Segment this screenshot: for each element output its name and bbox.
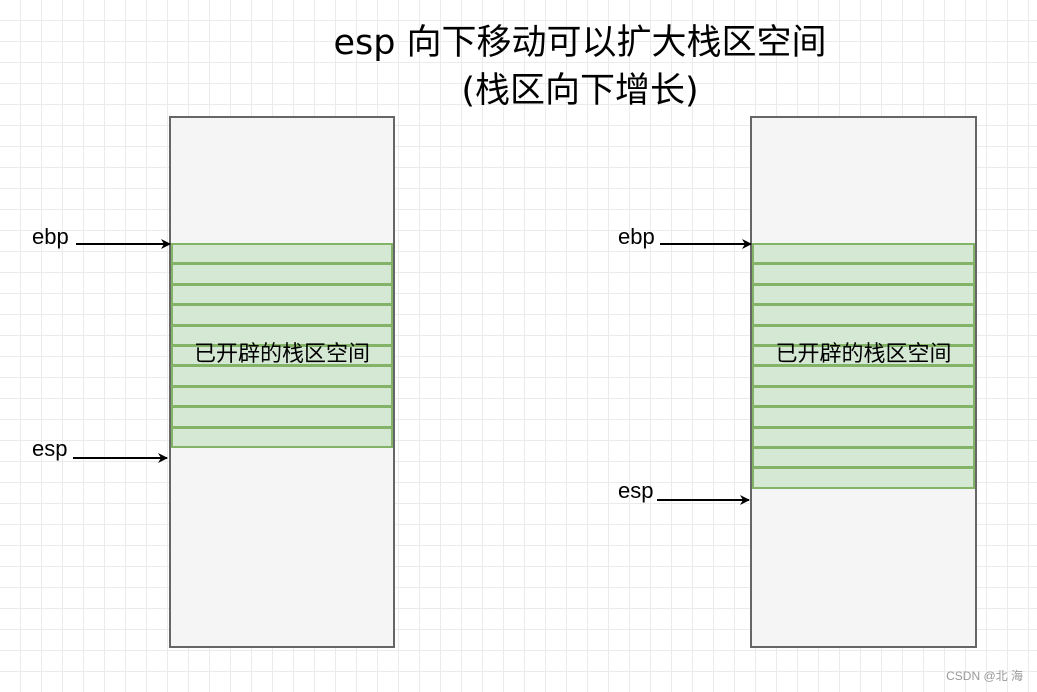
ebp-label-left: ebp <box>32 224 69 249</box>
stack-slot <box>171 304 393 326</box>
stack-slot <box>171 283 393 306</box>
stack-slot <box>752 385 975 408</box>
stack-slot <box>171 344 393 367</box>
stack-slot <box>752 304 975 326</box>
stack-slot <box>171 406 393 428</box>
stack-slot <box>752 446 975 469</box>
esp-label-right: esp <box>618 478 654 503</box>
stack-slot <box>171 243 393 265</box>
allocated-region-left: 已开辟的栈区空间 <box>171 243 393 448</box>
stack-slot <box>752 406 975 428</box>
stack-slot <box>171 324 393 346</box>
ebp-label-right: ebp <box>618 224 655 249</box>
stack-slot <box>752 344 975 367</box>
esp-label-left: esp <box>32 436 68 461</box>
stack-slot <box>171 365 393 387</box>
stack-slot <box>171 426 393 448</box>
stack-slot <box>752 365 975 387</box>
stack-slot <box>752 467 975 489</box>
stack-left: 已开辟的栈区空间 <box>169 116 395 648</box>
stack-slot <box>171 263 393 285</box>
diagram-title-line-1: esp 向下移动可以扩大栈区空间 <box>333 23 827 63</box>
stack-right: 已开辟的栈区空间 <box>750 116 977 648</box>
diagram-title-line-2: (栈区向下增长) <box>461 71 699 111</box>
stack-slot <box>752 243 975 265</box>
stack-slot <box>752 324 975 346</box>
stack-slot <box>752 283 975 306</box>
stack-slot <box>752 263 975 285</box>
stack-slot <box>171 385 393 408</box>
stack-slot <box>752 426 975 448</box>
watermark: CSDN @北 海 <box>946 669 1023 683</box>
